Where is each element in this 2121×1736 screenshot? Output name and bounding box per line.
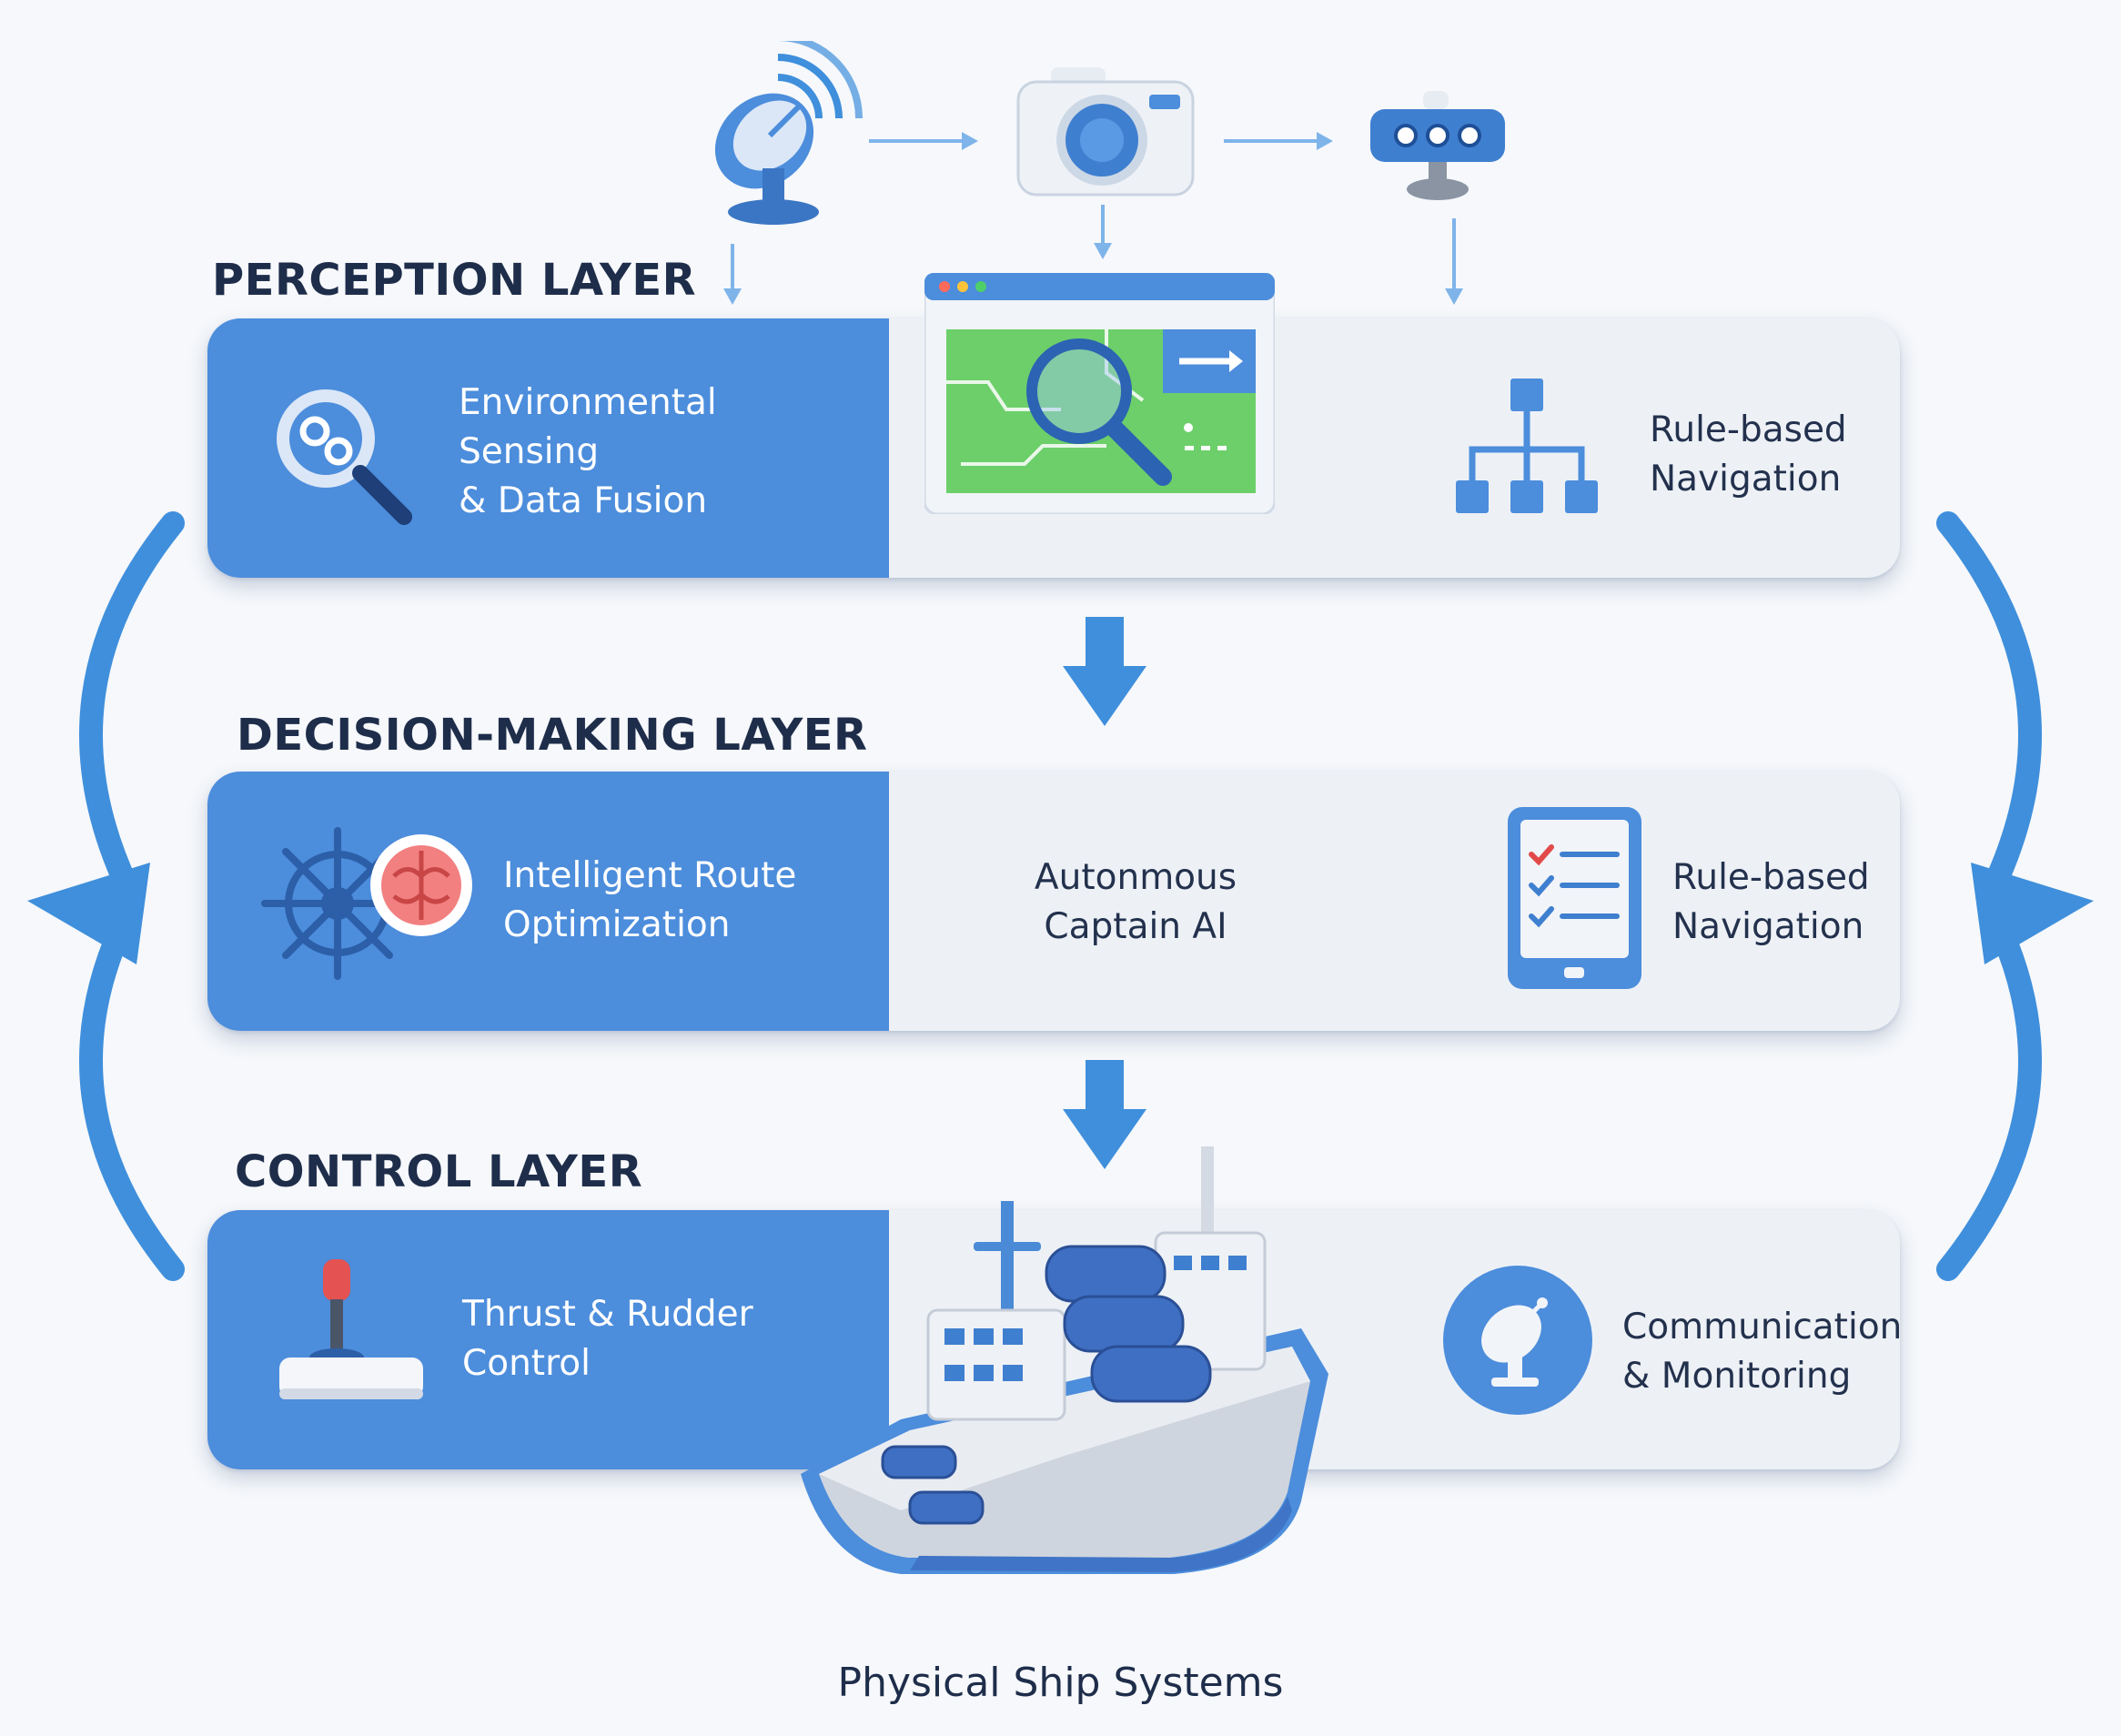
perception-left-line-2: Sensing xyxy=(459,431,600,472)
perception-layer-card: Environmental Sensing & Data Fusion Rule… xyxy=(207,318,1900,578)
decision-right-line-1: Rule-based xyxy=(1672,857,1870,898)
control-right-text: Communication & Monitoring xyxy=(1622,1303,1900,1401)
joystick-icon xyxy=(276,1256,430,1410)
decision-middle-line-2: Captain AI xyxy=(1044,906,1227,947)
perception-right-text: Rule-based Navigation xyxy=(1650,406,1847,504)
decision-right-text: Rule-based Navigation xyxy=(1672,853,1870,952)
decision-left-line-2: Optimization xyxy=(503,904,731,945)
control-left-text: Thrust & Rudder Control xyxy=(462,1290,753,1388)
tablet-checklist-icon xyxy=(1504,803,1645,994)
satellite-antenna-icon xyxy=(1440,1263,1595,1418)
perception-left-text: Environmental Sensing & Data Fusion xyxy=(459,378,717,526)
map-search-window-icon xyxy=(924,273,1275,514)
physical-ship-systems-label: Physical Ship Systems xyxy=(837,1660,1284,1706)
decision-left-text: Intelligent Route Optimization xyxy=(503,852,796,950)
perception-right-line-2: Navigation xyxy=(1650,459,1842,500)
decision-middle-text: Autonmous Captain AI xyxy=(1026,853,1245,952)
gear-magnifier-icon xyxy=(262,373,426,537)
decision-middle-line-1: Autonmous xyxy=(1034,857,1237,898)
perception-left-line-3: & Data Fusion xyxy=(459,480,708,521)
satellite-dish-icon xyxy=(701,41,864,227)
control-left-line-2: Control xyxy=(462,1343,591,1384)
ship-wheel-brain-icon xyxy=(258,822,494,985)
perception-right-line-1: Rule-based xyxy=(1650,409,1847,450)
control-right-line-2: & Monitoring xyxy=(1622,1356,1852,1397)
control-right-line-1: Communication xyxy=(1622,1307,1900,1347)
cargo-ship-icon xyxy=(792,1146,1338,1629)
decision-layer-card: Intelligent Route Optimization Autonmous… xyxy=(207,772,1900,1031)
perception-left-line-1: Environmental xyxy=(459,382,717,423)
control-layer-title: CONTROL LAYER xyxy=(235,1146,643,1197)
camera-icon xyxy=(1015,64,1197,200)
decision-right-line-2: Navigation xyxy=(1672,906,1864,947)
control-left-line-1: Thrust & Rudder xyxy=(462,1294,753,1335)
control-layer-accent-panel xyxy=(207,1210,889,1469)
decision-layer-title: DECISION-MAKING LAYER xyxy=(237,710,868,761)
perception-layer-title: PERCEPTION LAYER xyxy=(212,255,697,306)
lidar-sensor-icon xyxy=(1365,91,1510,209)
hierarchy-icon xyxy=(1450,373,1605,528)
decision-left-line-1: Intelligent Route xyxy=(503,855,797,896)
